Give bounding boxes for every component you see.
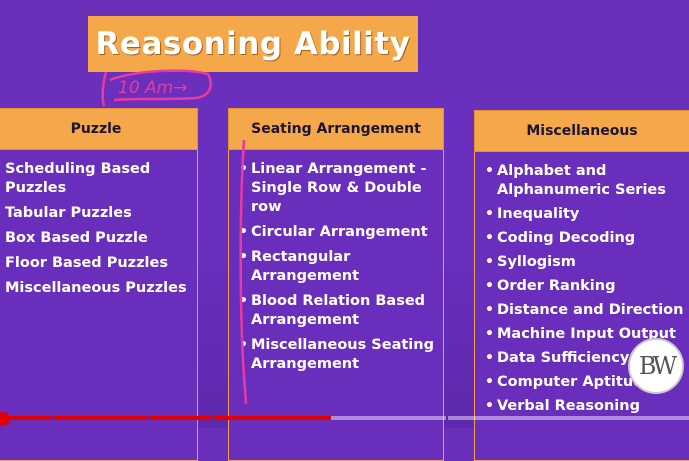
list-item-label: Computer Aptitude xyxy=(497,374,654,390)
list-item: •Machine Input Output xyxy=(485,325,685,344)
bullet-icon: • xyxy=(485,206,494,222)
chapter-marker xyxy=(148,416,150,420)
list-item-label: Linear Arrangement - Single Row & Double… xyxy=(251,161,427,215)
bullet-icon: • xyxy=(239,224,248,240)
slide-title: Reasoning Ability xyxy=(95,26,411,62)
chapter-marker xyxy=(52,416,54,420)
seating-arrangement-column: Seating Arrangement •Linear Arrangement … xyxy=(228,108,444,461)
bullet-icon: • xyxy=(485,302,494,318)
chapter-marker xyxy=(446,416,448,420)
video-progress-bar[interactable] xyxy=(0,416,689,420)
bullet-icon: • xyxy=(485,326,494,342)
list-item: •Data Sufficiency xyxy=(485,349,685,368)
bullet-icon: • xyxy=(485,163,494,179)
puzzle-body: Scheduling Based Puzzles Tabular Puzzles… xyxy=(0,150,198,461)
list-item: •Blood Relation Based Arrangement xyxy=(239,292,435,330)
miscellaneous-heading: Miscellaneous xyxy=(474,110,689,152)
miscellaneous-column: Miscellaneous •Alphabet and Alphanumeric… xyxy=(474,110,689,461)
list-item-label: Machine Input Output xyxy=(497,326,676,342)
list-item: •Miscellaneous Seating Arrangement xyxy=(239,336,435,374)
list-item-label: Inequality xyxy=(497,206,580,222)
list-item: Miscellaneous Puzzles xyxy=(5,280,187,296)
list-item: •Alphabet and Alphanumeric Series xyxy=(485,162,685,200)
bullet-icon: • xyxy=(485,374,494,390)
channel-logo[interactable]: BW xyxy=(628,338,684,394)
list-item: •Rectangular Arrangement xyxy=(239,248,435,286)
list-item: •Coding Decoding xyxy=(485,229,685,248)
bullet-icon: • xyxy=(485,350,494,366)
annotation-text: 10 Am→ xyxy=(118,78,187,98)
miscellaneous-body: •Alphabet and Alphanumeric Series •Inequ… xyxy=(474,152,689,461)
video-progress-fill xyxy=(0,416,331,420)
list-item: •Syllogism xyxy=(485,253,685,272)
list-item-label: Coding Decoding xyxy=(497,230,636,246)
list-item: Tabular Puzzles xyxy=(5,205,132,221)
bullet-icon: • xyxy=(239,249,248,265)
bullet-icon: • xyxy=(485,398,494,414)
progress-scrubber-handle[interactable] xyxy=(0,412,10,426)
bullet-icon: • xyxy=(485,230,494,246)
list-item: •Computer Aptitude xyxy=(485,373,685,392)
list-item: Box Based Puzzle xyxy=(5,230,148,246)
list-item-label: Order Ranking xyxy=(497,278,616,294)
list-item: •Linear Arrangement - Single Row & Doubl… xyxy=(239,160,435,217)
list-item: •Distance and Direction xyxy=(485,301,685,320)
bullet-icon: • xyxy=(485,254,494,270)
list-item-label: Rectangular Arrangement xyxy=(251,249,360,284)
seating-arrangement-heading: Seating Arrangement xyxy=(228,108,444,150)
puzzle-column: Puzzle Scheduling Based Puzzles Tabular … xyxy=(0,108,198,461)
list-item: Scheduling Based Puzzles xyxy=(5,161,151,196)
list-item-label: Distance and Direction xyxy=(497,302,684,318)
title-banner: Reasoning Ability xyxy=(88,16,418,72)
handwritten-annotation: 10 Am→ xyxy=(101,69,212,107)
list-item-label: Circular Arrangement xyxy=(251,224,428,240)
list-item: •Verbal Reasoning xyxy=(485,397,685,416)
handwritten-underline xyxy=(239,139,248,405)
list-item: •Order Ranking xyxy=(485,277,685,296)
list-item-label: Data Sufficiency xyxy=(497,350,630,366)
bullet-icon: • xyxy=(239,293,248,309)
list-item: •Inequality xyxy=(485,205,685,224)
bullet-icon: • xyxy=(485,278,494,294)
puzzle-heading: Puzzle xyxy=(0,108,198,150)
list-item: •Circular Arrangement xyxy=(239,223,435,242)
list-item: Floor Based Puzzles xyxy=(5,255,168,271)
seating-arrangement-body: •Linear Arrangement - Single Row & Doubl… xyxy=(228,150,444,461)
list-item-label: Verbal Reasoning xyxy=(497,398,640,414)
list-item-label: Alphabet and Alphanumeric Series xyxy=(497,163,666,198)
list-item-label: Blood Relation Based Arrangement xyxy=(251,293,426,328)
logo-monogram: BW xyxy=(638,352,677,380)
list-item-label: Miscellaneous Seating Arrangement xyxy=(251,337,434,372)
list-item-label: Syllogism xyxy=(497,254,576,270)
chapter-marker xyxy=(212,416,214,420)
